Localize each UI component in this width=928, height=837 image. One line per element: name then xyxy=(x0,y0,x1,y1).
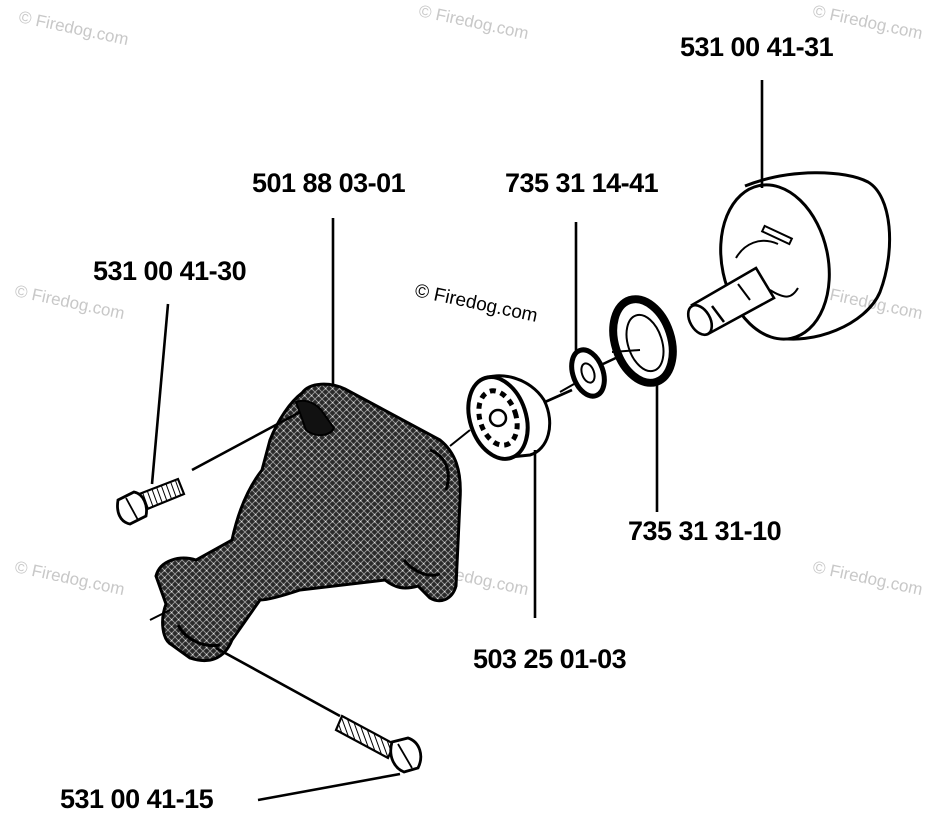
part-label-drum: 531 00 41-31 xyxy=(680,32,834,62)
part-label-bearing: 503 25 01-03 xyxy=(473,644,627,674)
bearing-part xyxy=(449,374,552,461)
part-label-housing: 501 88 03-01 xyxy=(252,168,406,198)
watermark-text: © Firedog.com xyxy=(17,7,130,49)
axis-bottom-screw xyxy=(215,646,341,718)
axis-shaft-a xyxy=(544,388,573,404)
screw-top-part xyxy=(116,477,186,526)
watermark-text-center: © Firedog.com xyxy=(413,280,540,327)
part-label-screw-top: 531 00 41-30 xyxy=(93,256,246,286)
clutch-drum-part xyxy=(686,171,892,341)
part-labels: 531 00 41-31 501 88 03-01 735 31 14-41 5… xyxy=(60,32,834,814)
screw-bottom-part xyxy=(334,714,423,774)
washer-part xyxy=(559,347,607,399)
axis-shaft-b xyxy=(602,354,621,366)
part-label-washer: 735 31 14-41 xyxy=(505,168,659,198)
part-label-screw-bottom: 531 00 41-15 xyxy=(60,784,214,814)
leader-screw-bottom xyxy=(257,772,401,802)
watermark-text: © Firedog.com xyxy=(13,281,126,323)
gear-housing-part xyxy=(149,382,462,663)
axis-top-screw xyxy=(191,410,301,472)
leader-lines xyxy=(150,80,764,802)
watermark-text: © Firedog.com xyxy=(811,557,924,599)
ring-part xyxy=(609,295,677,387)
watermark-text: © Firedog.com xyxy=(13,557,126,599)
watermark-text: © Firedog.com xyxy=(417,1,530,43)
part-label-ring: 735 31 31-10 xyxy=(628,516,781,546)
leader-screw-top xyxy=(150,303,170,485)
